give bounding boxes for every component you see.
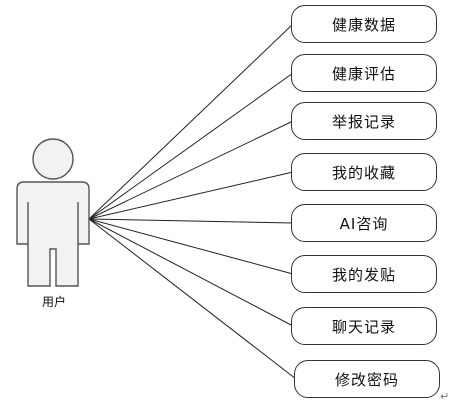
usecase-my-posts[interactable]: 我的发贴 bbox=[291, 255, 437, 293]
connector-line-7 bbox=[88, 218, 297, 380]
connector-line-4 bbox=[88, 218, 294, 224]
usecase-health-data[interactable]: 健康数据 bbox=[291, 5, 437, 43]
actor-figure bbox=[16, 138, 90, 287]
usecase-health-assessment[interactable]: 健康评估 bbox=[291, 54, 437, 92]
connector-line-0 bbox=[88, 23, 294, 220]
usecase-my-favorites[interactable]: 我的收藏 bbox=[291, 153, 437, 191]
connector-line-2 bbox=[88, 120, 294, 220]
return-arrow-icon: ↵ bbox=[440, 390, 450, 403]
actor-body bbox=[16, 181, 90, 287]
usecase-report-records[interactable]: 举报记录 bbox=[291, 102, 437, 140]
connector-line-3 bbox=[88, 171, 294, 220]
usecase-change-password[interactable]: 修改密码 bbox=[294, 360, 440, 398]
connector-line-1 bbox=[88, 72, 294, 220]
usecase-chat-records[interactable]: 聊天记录 bbox=[291, 307, 437, 345]
usecase-ai-consult[interactable]: AI咨询 bbox=[291, 204, 437, 242]
actor-head bbox=[32, 138, 74, 180]
connector-line-5 bbox=[88, 218, 294, 275]
actor-label: 用户 bbox=[41, 295, 66, 309]
connector-lines bbox=[88, 23, 297, 380]
connector-line-6 bbox=[88, 218, 294, 327]
